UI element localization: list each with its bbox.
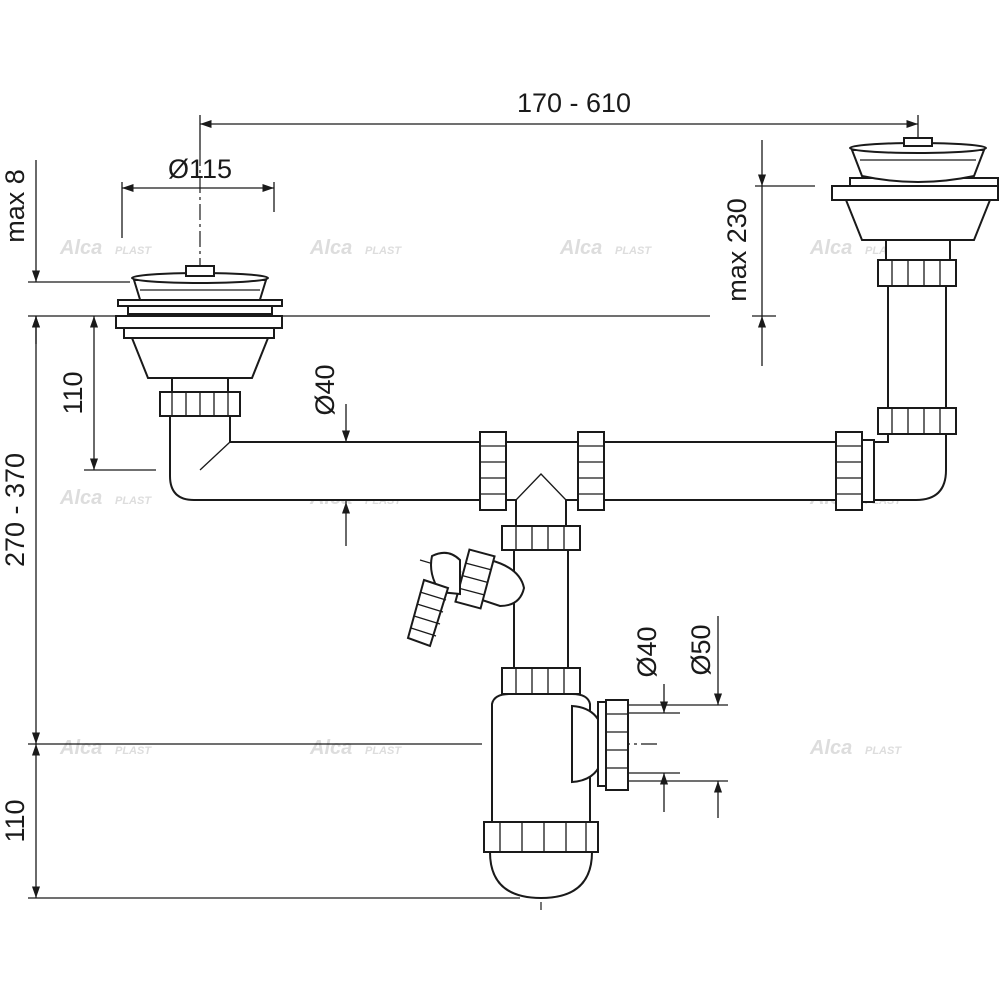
svg-text:PLAST: PLAST: [365, 245, 402, 257]
dimension-labels: 170 - 610 Ø115 max 8 max 230 110 Ø40 270…: [0, 88, 752, 843]
watermark: Alca PLAST: [59, 487, 152, 509]
svg-text:PLAST: PLAST: [115, 495, 152, 507]
dimension-spacing-range: 170 - 610: [517, 88, 631, 118]
dimension-max-height-left: max 8: [0, 169, 30, 243]
svg-text:Alca: Alca: [809, 237, 852, 259]
svg-text:PLAST: PLAST: [115, 245, 152, 257]
watermark: Alca PLAST: [59, 237, 152, 259]
watermark: Alca PLAST: [309, 237, 402, 259]
dimension-outlet-diameter-small: Ø40: [632, 626, 662, 677]
dimension-outlet-diameter-large: Ø50: [686, 624, 716, 675]
washing-machine-connector: [406, 548, 526, 648]
svg-text:Alca: Alca: [59, 237, 102, 259]
tee-fitting: [479, 431, 605, 551]
left-strainer: [115, 265, 283, 393]
dimension-lines: [28, 115, 919, 899]
svg-text:PLAST: PLAST: [115, 745, 152, 757]
svg-text:PLAST: PLAST: [865, 745, 902, 757]
svg-text:Alca: Alca: [309, 237, 352, 259]
watermark: Alca PLAST: [809, 737, 902, 759]
watermark: Alca PLAST: [309, 737, 402, 759]
watermark: Alca PLAST: [559, 237, 652, 259]
dimension-pipe-diameter: Ø40: [310, 364, 340, 415]
right-strainer: [831, 137, 999, 435]
dimension-max-height-right: max 230: [722, 198, 752, 302]
dimension-strainer-diameter: Ø115: [168, 154, 232, 184]
svg-text:Alca: Alca: [59, 737, 102, 759]
svg-text:PLAST: PLAST: [615, 245, 652, 257]
right-pipe: [603, 431, 947, 511]
left-pipe: [159, 391, 485, 501]
dimension-bottle-depth: 110: [0, 799, 30, 842]
svg-text:Alca: Alca: [559, 237, 602, 259]
svg-text:Alca: Alca: [809, 737, 852, 759]
dimension-total-height: 270 - 370: [0, 453, 30, 567]
bottle-trap: [483, 667, 629, 900]
dimension-inlet-depth: 110: [58, 371, 88, 414]
svg-text:PLAST: PLAST: [365, 745, 402, 757]
watermark: Alca PLAST: [59, 737, 152, 759]
vertical-drain-tube: [513, 549, 569, 669]
svg-text:Alca: Alca: [309, 737, 352, 759]
svg-text:Alca: Alca: [59, 487, 102, 509]
